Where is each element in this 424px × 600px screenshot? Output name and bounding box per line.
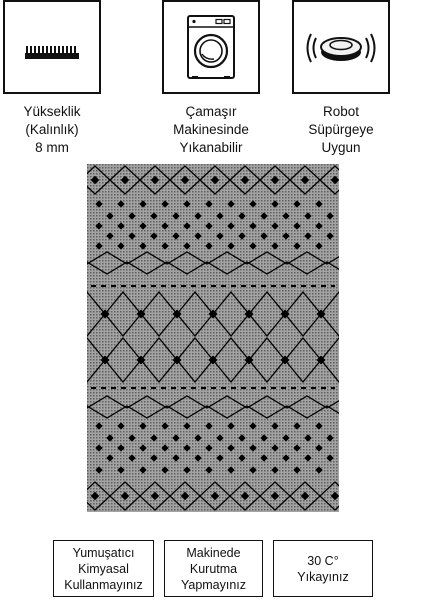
pile-height-icon-box: [3, 0, 101, 94]
robot-vacuum-icon: [306, 33, 376, 63]
no-softener-box: Yumuşatıcı Kimyasal Kullanmayınız: [53, 540, 154, 597]
washing-machine-icon-box: [162, 0, 260, 94]
robot-vacuum-label: Robot Süpürgeye Uygun: [308, 104, 374, 155]
wash-30-box: 30 C° Yıkayınız: [273, 540, 373, 597]
robot-vacuum-icon-box: [292, 0, 390, 94]
pile-height-label: Yükseklik (Kalınlık) 8 mm: [23, 104, 81, 155]
machine-washable-label: Çamaşır Makinesinde Yıkanabilir: [173, 104, 249, 155]
rug-pile-height-icon: [25, 46, 79, 59]
no-tumble-dry-box: Makinede Kurutma Yapmayınız: [164, 540, 263, 597]
rug-pattern-image: [87, 164, 339, 512]
washing-machine-icon: [187, 15, 235, 79]
